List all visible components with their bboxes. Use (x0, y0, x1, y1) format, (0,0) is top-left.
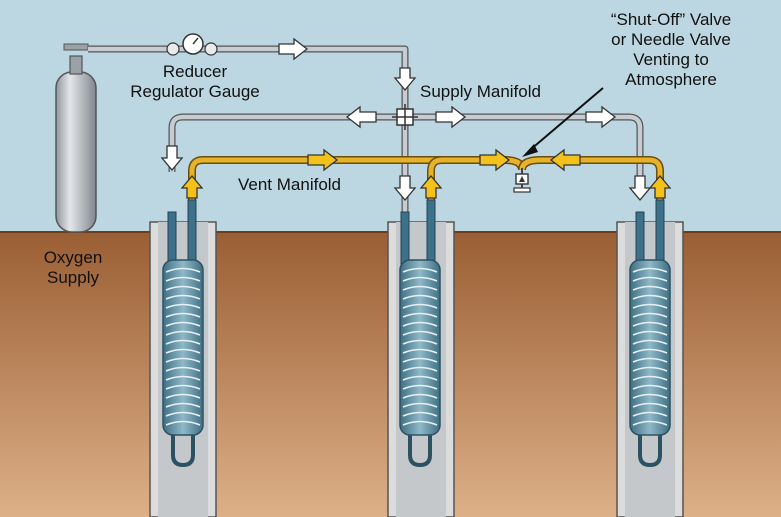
coil-winding (632, 312, 668, 318)
supply-arrow (160, 145, 184, 172)
oxygen-supply-line2: Supply (47, 268, 99, 287)
vent-arrow (479, 148, 511, 172)
coil-winding (165, 420, 201, 426)
coil-winding (402, 357, 438, 363)
supply-arrow (278, 37, 309, 61)
coil-winding (632, 402, 668, 408)
coil-winding (402, 330, 438, 336)
coil-winding (165, 312, 201, 318)
supply-manifold-label: Supply Manifold (420, 82, 541, 101)
vent-manifold-label: Vent Manifold (238, 175, 342, 194)
well-right (616, 199, 684, 517)
coil-winding (402, 285, 438, 291)
coil-winding (165, 384, 201, 390)
coil-winding (165, 357, 201, 363)
valve-label: “Shut-Off” Valve or Needle Valve Venting… (586, 10, 756, 90)
coil-winding (632, 366, 668, 372)
reducer-label-line2: Regulator Gauge (130, 82, 260, 101)
well-center (387, 199, 455, 517)
coil-winding (632, 393, 668, 399)
coil-winding (165, 303, 201, 309)
coil-winding (632, 303, 668, 309)
supply-arrow (345, 105, 377, 129)
reducer-label-line1: Reducer (162, 62, 228, 81)
coil-winding (402, 303, 438, 309)
coil-winding (165, 393, 201, 399)
coil-winding (165, 402, 201, 408)
coil-winding (402, 393, 438, 399)
coil-winding (165, 339, 201, 345)
coil-winding (165, 267, 201, 273)
coil-winding (632, 348, 668, 354)
coil-winding (402, 420, 438, 426)
coil-winding (402, 366, 438, 372)
reducer-label: Reducer Regulator Gauge (120, 62, 270, 102)
valve-label-line1: “Shut-Off” Valve (610, 10, 732, 29)
oxygen-cylinder-icon (55, 43, 97, 233)
valve-leader-arrow (522, 87, 604, 157)
coil-winding (165, 411, 201, 417)
coil-winding (402, 276, 438, 282)
coil-winding (402, 375, 438, 381)
coil-winding (632, 339, 668, 345)
supply-arrow (435, 105, 467, 129)
coil-winding (632, 357, 668, 363)
coil-winding (402, 411, 438, 417)
coil-winding (165, 294, 201, 300)
coil-winding (402, 312, 438, 318)
regulator-gauge-icon (166, 33, 218, 56)
coil-winding (402, 339, 438, 345)
valve-label-line4: Atmosphere (625, 70, 717, 89)
coil-winding (632, 384, 668, 390)
vent-arrow (648, 174, 672, 199)
coil-winding (165, 276, 201, 282)
coil-winding (165, 375, 201, 381)
coil-winding (632, 294, 668, 300)
coil-winding (632, 267, 668, 273)
valve-label-line3: Venting to (633, 50, 709, 69)
coil-winding (402, 294, 438, 300)
vent-manifold (188, 156, 664, 232)
vent-arrow (419, 174, 443, 199)
coil-winding (402, 267, 438, 273)
well-left (149, 199, 217, 517)
coil-winding (632, 321, 668, 327)
coil-winding (402, 402, 438, 408)
supply-arrow (393, 175, 417, 202)
manifold-cross-fitting (392, 104, 418, 130)
coil-winding (632, 330, 668, 336)
coil-winding (165, 348, 201, 354)
oxygen-supply-line1: Oxygen (43, 248, 103, 267)
coil-winding (632, 411, 668, 417)
coil-winding (402, 348, 438, 354)
coil-winding (165, 321, 201, 327)
coil-winding (632, 420, 668, 426)
coil-winding (165, 366, 201, 372)
vent-arrow (307, 148, 339, 172)
vent-arrow (180, 174, 204, 199)
supply-arrow (585, 105, 617, 129)
shut-off-valve-icon (513, 168, 531, 193)
coil-winding (165, 285, 201, 291)
supply-arrow (628, 175, 652, 202)
oxygen-supply-label: Oxygen Supply (28, 248, 118, 288)
coil-winding (402, 384, 438, 390)
coil-winding (632, 276, 668, 282)
coil-winding (632, 375, 668, 381)
supply-arrow (393, 67, 417, 92)
coil-winding (402, 321, 438, 327)
coil-winding (632, 285, 668, 291)
coil-winding (165, 330, 201, 336)
vent-arrow (549, 148, 581, 172)
valve-label-line2: or Needle Valve (611, 30, 731, 49)
